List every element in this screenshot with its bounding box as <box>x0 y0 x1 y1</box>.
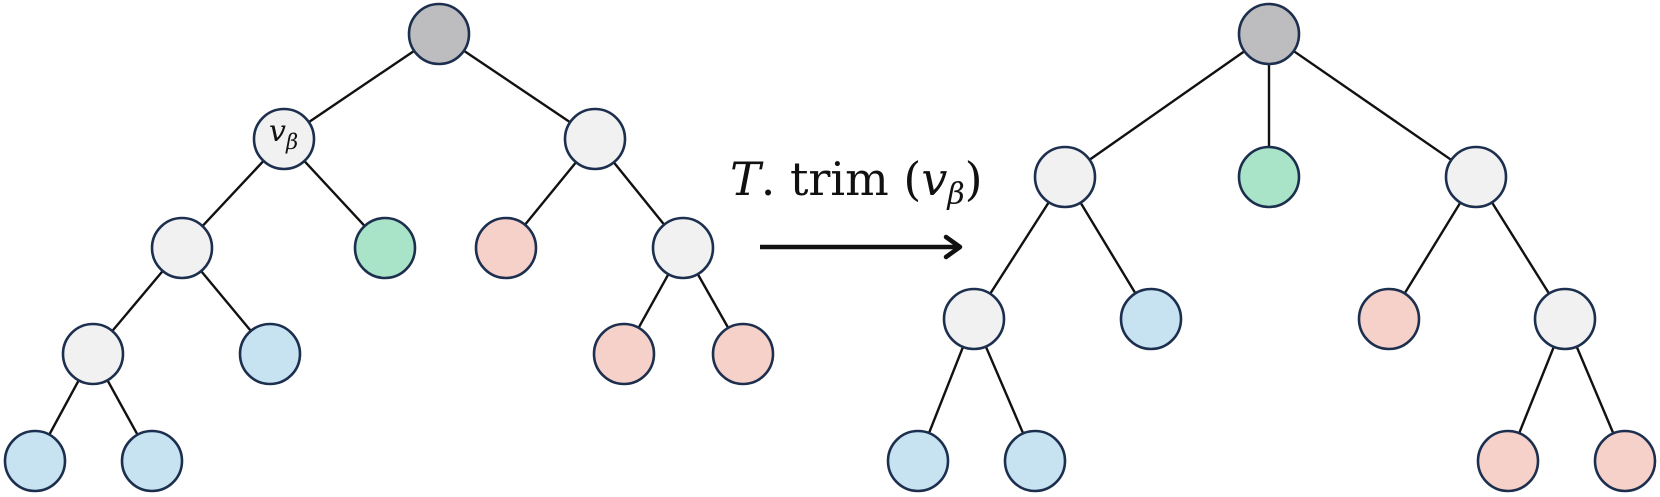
tree-node-a <box>150 216 214 280</box>
tree-edge-rr-rr2 <box>696 273 730 329</box>
tree-node-rr1 <box>1476 429 1540 493</box>
operation-arg-subscript: β <box>946 177 964 212</box>
tree-edge-root-r <box>463 49 571 124</box>
tree-edge-a-b1 <box>1079 202 1137 294</box>
tree-node-vb <box>252 107 316 171</box>
node-label-v-beta: vβ <box>269 114 298 154</box>
tree-node-rr2 <box>711 322 775 386</box>
tree-node-root <box>1237 2 1301 66</box>
tree-node-r <box>563 107 627 171</box>
operation-close-paren: ) <box>965 152 983 206</box>
tree-node-b3 <box>120 429 184 493</box>
after-tree-edges <box>927 50 1615 434</box>
tree-node-rl <box>1357 287 1421 351</box>
tree-edge-a-a1 <box>989 201 1050 295</box>
tree-node-a1 <box>942 287 1006 351</box>
tree-edge-vb-g1 <box>303 160 366 227</box>
tree-edge-r-rl <box>524 161 577 226</box>
tree-node-b1 <box>238 322 302 386</box>
tree-edge-a-b1 <box>200 270 252 332</box>
tree-edge-a1-b3 <box>106 379 139 436</box>
operation-open-paren: ( <box>889 152 922 206</box>
tree-edge-rr-rr1 <box>1518 346 1555 434</box>
tree-edge-a1-b2 <box>48 379 80 436</box>
arrow-head <box>943 234 963 260</box>
operation-object: T <box>730 152 764 206</box>
tree-edge-rr-rr1 <box>637 273 670 329</box>
tree-edge-r-rl <box>1403 201 1462 295</box>
tree-node-g1 <box>1237 145 1301 209</box>
tree-edge-a1-b3 <box>984 346 1025 434</box>
tree-edge-a1-b2 <box>927 346 965 434</box>
trim-operation: T. trim (vβ) <box>730 152 983 260</box>
tree-node-g1 <box>353 216 417 280</box>
tree-node-b2 <box>3 429 67 493</box>
before-tree-edges <box>48 49 730 436</box>
after-tree <box>886 2 1657 493</box>
tree-node-rr1 <box>592 322 656 386</box>
tree-node-b3 <box>1003 429 1067 493</box>
operation-separator: . <box>761 152 790 206</box>
before-tree: vβ <box>3 2 775 493</box>
operation-method: trim <box>790 152 889 206</box>
tree-node-r <box>1444 145 1508 209</box>
operation-arg: v <box>921 152 947 206</box>
tree-edge-r-rr <box>612 161 666 226</box>
tree-edge-a-a1 <box>111 270 164 332</box>
tree-edge-root-r <box>1293 50 1452 161</box>
tree-edge-vb-a <box>201 160 265 227</box>
tree-node-rr2 <box>1593 429 1657 493</box>
tree-node-b2 <box>886 429 950 493</box>
tree-node-rl <box>474 216 538 280</box>
node-label-subscript: β <box>285 130 298 154</box>
tree-node-b1 <box>1119 287 1183 351</box>
tree-node-a1 <box>61 322 125 386</box>
tree-node-a <box>1033 145 1097 209</box>
tree-node-rr <box>651 216 715 280</box>
tree-edge-root-vb <box>308 49 415 124</box>
node-label-main: v <box>269 114 286 149</box>
after-tree-nodes <box>886 2 1657 493</box>
tree-node-root <box>407 2 471 66</box>
before-tree-nodes: vβ <box>3 2 775 493</box>
tree-edge-r-rr <box>1490 201 1551 295</box>
tree-edge-rr-rr2 <box>1575 346 1615 434</box>
trim-operation-label: T. trim (vβ) <box>730 152 983 212</box>
tree-edge-root-a <box>1088 50 1246 161</box>
tree-node-rr <box>1533 287 1597 351</box>
